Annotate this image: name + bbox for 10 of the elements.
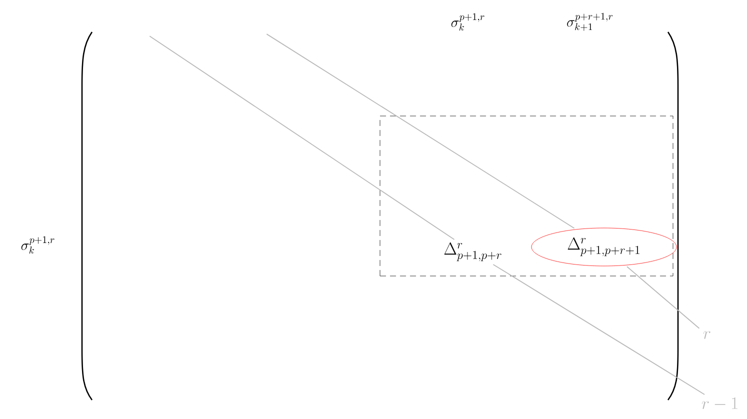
diagonal-line — [149, 36, 455, 240]
dashed-box — [380, 116, 674, 276]
diagonal-line — [266, 34, 575, 229]
diagonal-line — [492, 264, 705, 395]
matrix-label: $\sigma_{k+1}^{p+r+1,r}$ — [567, 12, 613, 31]
index-label: $r$ — [703, 331, 710, 339]
matrix-entry: $\Delta^r_{p+1,p+r}$ — [444, 242, 502, 262]
index-label: $r-1$ — [702, 397, 738, 409]
matrix-label: $\sigma_k^{p+1,r}$ — [21, 236, 54, 254]
matrix-label: $\sigma_k^{p+1,r}$ — [451, 13, 484, 31]
